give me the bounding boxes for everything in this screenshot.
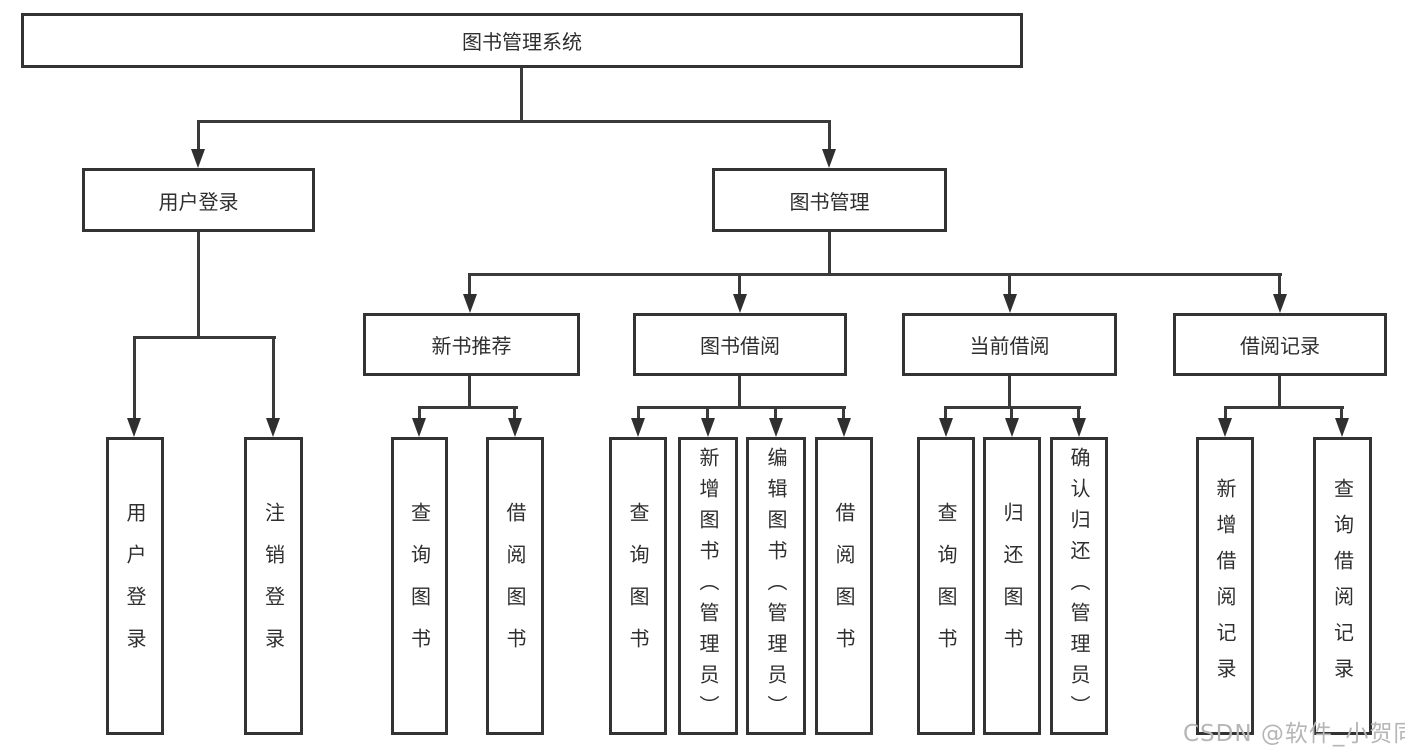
connector-line	[1340, 406, 1343, 419]
node-user-login: 用户登录	[82, 168, 315, 232]
node-label: 用户登录	[158, 189, 239, 214]
node-label: 图书管理	[789, 189, 870, 214]
arrowhead-down-icon	[1273, 294, 1287, 313]
connector-line	[738, 376, 741, 407]
node-label: 归还图书	[1000, 502, 1024, 670]
node-label: 用户登录	[123, 502, 147, 670]
leaf-user-login: 用户登录	[106, 437, 164, 735]
node-label: 当前借阅	[969, 334, 1050, 358]
arrowhead-down-icon	[266, 418, 280, 437]
connector-line	[468, 273, 471, 296]
connector-line	[1278, 376, 1281, 407]
arrowhead-down-icon	[837, 418, 851, 437]
connector-line	[1224, 406, 1344, 409]
connector-line	[272, 336, 275, 420]
node-label: 图书管理系统	[462, 30, 582, 54]
node-library-system: 图书管理系统	[21, 13, 1023, 68]
connector-line	[1010, 406, 1013, 419]
connector-line	[197, 232, 200, 339]
connector-line	[738, 273, 741, 296]
node-label: 新书推荐	[431, 334, 512, 358]
leaf-edit-books-admin: 编辑图书（管理员）	[746, 437, 806, 735]
leaf-query-books-borrow: 查询图书	[609, 437, 667, 735]
connector-line	[842, 406, 845, 419]
arrowhead-down-icon	[733, 294, 747, 313]
node-new-book-recommend: 新书推荐	[363, 313, 580, 376]
connector-line	[774, 406, 777, 419]
connector-line	[828, 232, 831, 276]
connector-line	[1008, 273, 1011, 296]
arrowhead-down-icon	[769, 418, 783, 437]
leaf-confirm-return-admin: 确认归还（管理员）	[1050, 437, 1108, 735]
leaf-return-books: 归还图书	[983, 437, 1041, 735]
arrowhead-down-icon	[412, 418, 426, 437]
leaf-borrow-books: 借阅图书	[815, 437, 873, 735]
connector-line	[637, 406, 640, 419]
leaf-borrow-books-recommend: 借阅图书	[486, 437, 544, 735]
node-label: 借阅图书	[832, 502, 856, 670]
connector-line	[468, 376, 471, 407]
connector-line	[197, 120, 831, 123]
node-label: 查询借阅记录	[1330, 478, 1355, 694]
leaf-query-books-current: 查询图书	[917, 437, 975, 735]
connector-line	[1278, 273, 1281, 296]
connector-line	[1224, 406, 1227, 419]
arrowhead-down-icon	[1005, 418, 1019, 437]
node-label: 借阅记录	[1240, 334, 1320, 358]
arrowhead-down-icon	[191, 149, 205, 168]
connector-line	[1008, 376, 1011, 407]
node-label: 新增图书（管理员）	[696, 446, 720, 726]
arrowhead-down-icon	[1335, 418, 1349, 437]
node-label: 确认归还（管理员）	[1067, 446, 1091, 726]
node-label: 注销登录	[261, 502, 286, 670]
connector-line	[133, 336, 136, 420]
node-current-borrow: 当前借阅	[902, 313, 1117, 376]
leaf-query-borrow-record: 查询借阅记录	[1313, 437, 1372, 735]
node-book-borrow: 图书借阅	[633, 313, 847, 376]
connector-line	[828, 120, 831, 151]
arrowhead-down-icon	[1003, 294, 1017, 313]
connector-line	[197, 120, 200, 151]
arrowhead-down-icon	[631, 418, 645, 437]
node-label: 借阅图书	[503, 502, 527, 670]
node-label: 查询图书	[407, 502, 432, 670]
arrowhead-down-icon	[939, 418, 953, 437]
connector-line	[706, 406, 709, 419]
arrowhead-down-icon	[1218, 418, 1232, 437]
connector-line	[637, 406, 846, 409]
connector-line	[513, 406, 516, 419]
connector-line	[468, 273, 1282, 276]
arrowhead-down-icon	[701, 418, 715, 437]
node-label: 编辑图书（管理员）	[764, 446, 788, 726]
connector-line	[133, 336, 276, 339]
node-label: 查询图书	[934, 502, 958, 670]
leaf-logout: 注销登录	[244, 437, 303, 735]
arrowhead-down-icon	[508, 418, 522, 437]
node-label: 新增借阅记录	[1213, 478, 1237, 694]
node-book-management: 图书管理	[712, 168, 947, 232]
arrowhead-down-icon	[1072, 418, 1086, 437]
connector-line	[944, 406, 947, 419]
leaf-add-books-admin: 新增图书（管理员）	[678, 437, 738, 735]
csdn-watermark: CSDN @软件_小贺同学	[1183, 721, 1405, 747]
leaf-query-books-recommend: 查询图书	[391, 437, 448, 735]
arrowhead-down-icon	[822, 149, 836, 168]
node-label: 图书借阅	[700, 334, 780, 358]
connector-line	[418, 406, 421, 419]
connector-line	[418, 406, 518, 409]
node-borrow-records: 借阅记录	[1173, 313, 1387, 376]
arrowhead-down-icon	[463, 294, 477, 313]
arrowhead-down-icon	[127, 418, 141, 437]
connector-line	[1077, 406, 1080, 419]
connector-line	[520, 68, 523, 122]
leaf-add-borrow-record: 新增借阅记录	[1196, 437, 1254, 735]
node-label: 查询图书	[626, 502, 650, 670]
